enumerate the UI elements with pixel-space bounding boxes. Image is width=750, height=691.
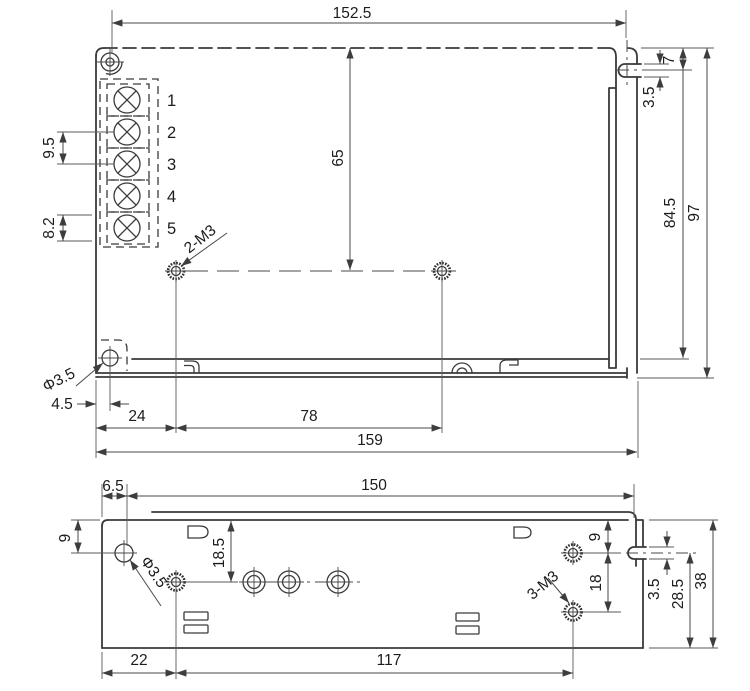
svg-text:8.2: 8.2: [41, 217, 58, 239]
bottom-view: 6.5 150 9 18.5 Φ3.5: [57, 477, 718, 679]
dim-overall-depth: 97: [637, 47, 714, 379]
label-corner-hole-dia: Φ3.5: [40, 362, 104, 396]
top-mounting-holes: [165, 260, 462, 283]
label-2m3: 2-M3: [180, 222, 228, 267]
svg-text:3.5: 3.5: [641, 86, 658, 108]
dim-corner-hole-offset: 4.5: [51, 367, 129, 413]
svg-text:24: 24: [128, 408, 146, 425]
svg-text:Φ3.5: Φ3.5: [40, 365, 78, 396]
dim-hole-row-offset-bottom: 18.5: [186, 521, 238, 583]
dim-side-offset-left: 9: [57, 519, 113, 554]
dim-hole-pitch-right: 18: [583, 553, 621, 613]
dim-corner-offset: 6.5: [101, 478, 128, 546]
svg-text:65: 65: [330, 149, 347, 166]
dim-hole-offset-left: 24: [95, 283, 177, 458]
top-view-case-outline: [95, 40, 658, 379]
svg-text:9: 9: [57, 534, 74, 543]
terminal-5: [106, 211, 150, 245]
dim-bottom-overall-depth: 38: [649, 519, 718, 648]
dim-bottom-hole-spacing: 117: [176, 622, 574, 679]
label-bottom-corner-hole-dia: Φ3.5: [129, 554, 170, 607]
svg-text:3.5: 3.5: [646, 578, 663, 600]
terminal-number-1: 1: [167, 92, 176, 110]
svg-text:9: 9: [587, 533, 604, 542]
dim-hole-row-offset: 65: [330, 48, 354, 270]
svg-text:150: 150: [361, 477, 387, 494]
flange-hole: [98, 346, 122, 370]
terminal-number-4: 4: [167, 188, 176, 206]
svg-text:3-M3: 3-M3: [524, 568, 562, 604]
top-view: 1 2 3 4 5 152.5: [40, 5, 714, 458]
terminal-number-3: 3: [167, 156, 176, 174]
dim-terminal-pitch2: 8.2: [41, 214, 92, 242]
dim-hole-spacing: 78: [176, 283, 443, 433]
svg-text:159: 159: [357, 432, 383, 449]
svg-text:38: 38: [693, 572, 710, 589]
svg-text:18: 18: [588, 574, 605, 591]
bottom-m3-hole-left: [164, 570, 188, 594]
svg-text:9.5: 9.5: [41, 137, 58, 159]
dim-overall-width: 152.5: [111, 5, 627, 54]
bottom-view-case-outline: [101, 511, 697, 649]
dim-slot-depth: 28.5: [649, 553, 718, 649]
terminal-block: 1 2 3 4 5: [99, 78, 176, 248]
svg-text:6.5: 6.5: [102, 478, 124, 495]
dim-bottom-slot-width: 3.5: [646, 531, 674, 600]
svg-text:18.5: 18.5: [211, 538, 228, 568]
bottom-corner-hole: [111, 540, 137, 566]
top-view-dimensions: 152.5 7 3.5 84.5: [40, 5, 714, 458]
dim-overall-length: 159: [96, 381, 639, 458]
svg-text:84.5: 84.5: [662, 198, 679, 228]
svg-text:4.5: 4.5: [51, 396, 73, 413]
svg-text:117: 117: [377, 652, 402, 669]
terminal-1: [106, 83, 150, 117]
bottom-m3-hole-bottom-right: [561, 600, 585, 622]
svg-text:Φ3.5: Φ3.5: [137, 554, 170, 592]
dim-edge-offset: 7: [643, 48, 692, 71]
adjustment-holes-row: [239, 567, 362, 597]
bottom-view-dimensions: 6.5 150 9 18.5 Φ3.5: [57, 477, 718, 679]
svg-text:97: 97: [686, 204, 703, 221]
dim-slot-width: 3.5: [641, 50, 669, 108]
label-3m3: 3-M3: [524, 568, 570, 604]
dim-bottom-hole-offset-left: 22: [101, 592, 177, 679]
svg-text:152.5: 152.5: [333, 5, 372, 22]
terminal-4: [106, 179, 150, 213]
dim-terminal-pitch: 9.5: [41, 131, 114, 165]
svg-text:7: 7: [661, 56, 678, 65]
dim-side-offset-right: 9: [583, 520, 621, 554]
dim-bottom-overall-width: 150: [126, 477, 635, 518]
terminal-number-5: 5: [167, 220, 176, 238]
svg-text:28.5: 28.5: [670, 579, 687, 609]
svg-text:22: 22: [130, 652, 147, 669]
corner-screw-hole: [96, 48, 124, 76]
dim-body-depth: 84.5: [640, 70, 689, 360]
terminal-number-2: 2: [167, 124, 176, 142]
bottom-m3-hole-top-right: [561, 541, 585, 565]
svg-text:78: 78: [300, 408, 317, 425]
